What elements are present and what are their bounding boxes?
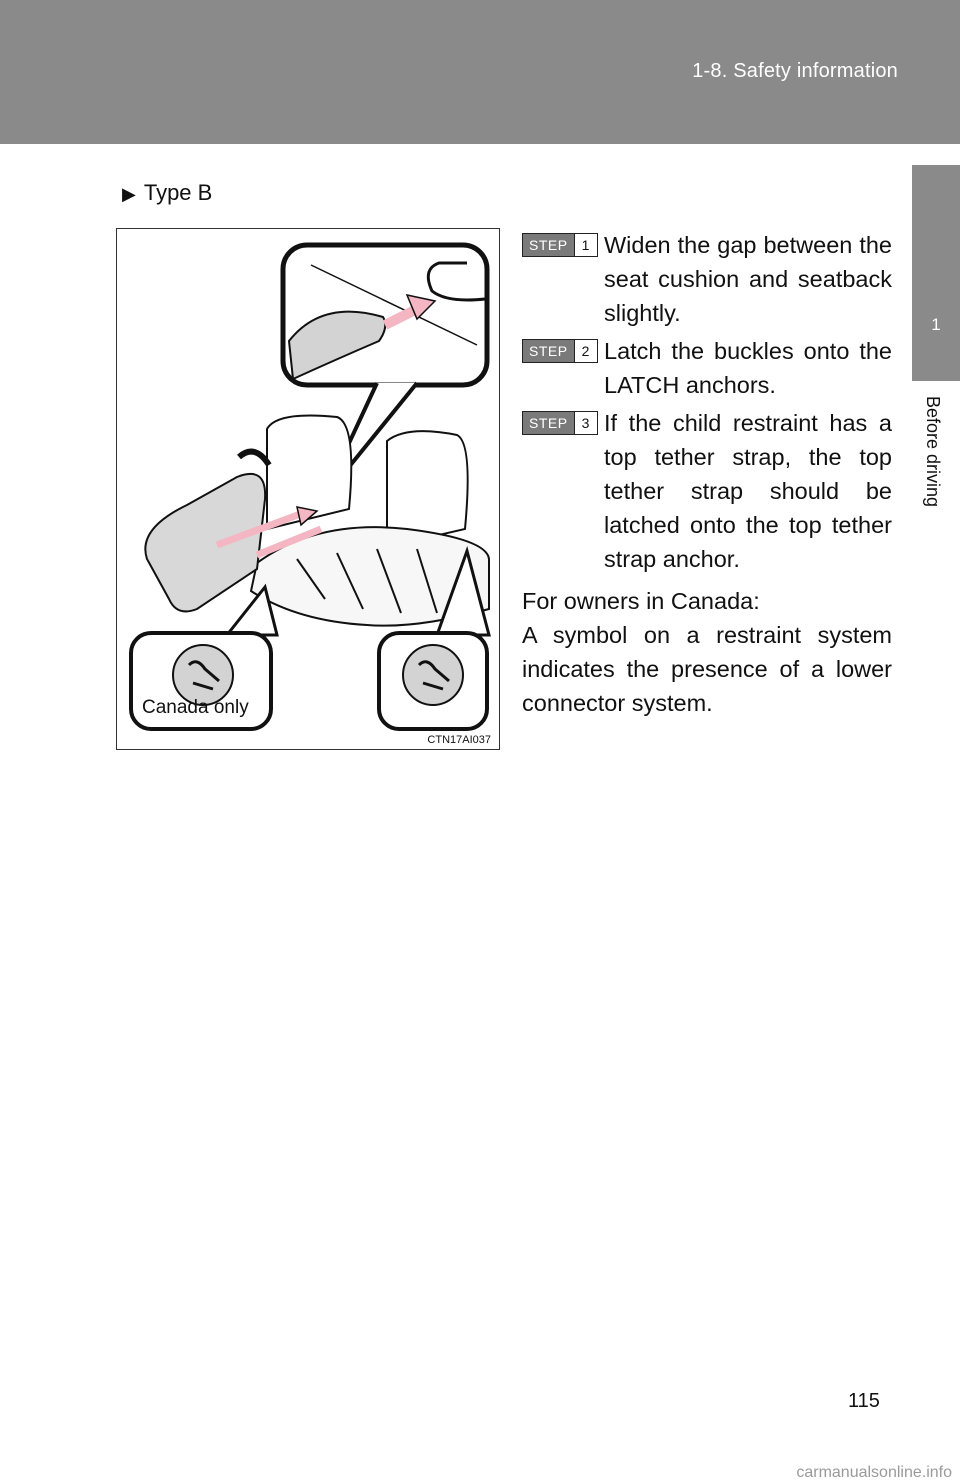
gap-callout <box>280 242 490 501</box>
step-3: STEP 3 If the child restraint has a top … <box>522 406 892 576</box>
step-1: STEP 1 Widen the gap between the seat cu… <box>522 228 892 330</box>
step-badge-number: 3 <box>573 412 597 434</box>
watermark: carmanualsonline.info <box>796 1464 952 1481</box>
canada-only-label: Canada only <box>142 697 249 718</box>
step-badge: STEP 2 <box>522 339 598 363</box>
canada-note: For owners in Canada: A symbol on a rest… <box>522 584 892 720</box>
chapter-title: Before driving <box>923 396 943 508</box>
child-seat-illustration: Canada only CTN17AI037 <box>116 228 500 750</box>
step-2: STEP 2 Latch the buckles onto the LATCH … <box>522 334 892 402</box>
step-badge-label: STEP <box>523 234 574 256</box>
step-text: Widen the gap between the seat cushion a… <box>604 232 892 326</box>
step-badge-label: STEP <box>523 412 574 434</box>
section-title: 1-8. Safety information <box>692 60 898 82</box>
note-heading: For owners in Canada: <box>522 588 760 614</box>
step-text: If the child restraint has a top tether … <box>604 410 892 572</box>
us-callout <box>377 545 491 731</box>
note-text: A symbol on a restraint system indicates… <box>522 622 892 716</box>
chapter-number: 1 <box>931 315 941 334</box>
canada-callout <box>129 583 279 731</box>
step-text: Latch the buckles onto the LATCH anchors… <box>604 338 892 398</box>
type-heading: ▶ Type B <box>122 180 212 206</box>
step-badge: STEP 1 <box>522 233 598 257</box>
page-number: 115 <box>848 1390 880 1412</box>
page-header: 1-8. Safety information <box>0 0 960 144</box>
step-badge-label: STEP <box>523 340 574 362</box>
step-badge-number: 1 <box>573 234 597 256</box>
chapter-tab[interactable]: 1 <box>912 165 960 381</box>
steps-list: STEP 1 Widen the gap between the seat cu… <box>522 228 892 576</box>
type-heading-text: Type B <box>143 180 213 205</box>
child-seat <box>144 448 323 613</box>
chapter-title-tab: Before driving <box>912 384 960 554</box>
figure-code: CTN17AI037 <box>427 734 491 746</box>
rear-seat <box>249 414 490 627</box>
step-badge-number: 2 <box>573 340 597 362</box>
triangle-bullet-icon: ▶ <box>122 184 136 204</box>
step-badge: STEP 3 <box>522 411 598 435</box>
latch-illustration-svg <box>129 242 491 731</box>
